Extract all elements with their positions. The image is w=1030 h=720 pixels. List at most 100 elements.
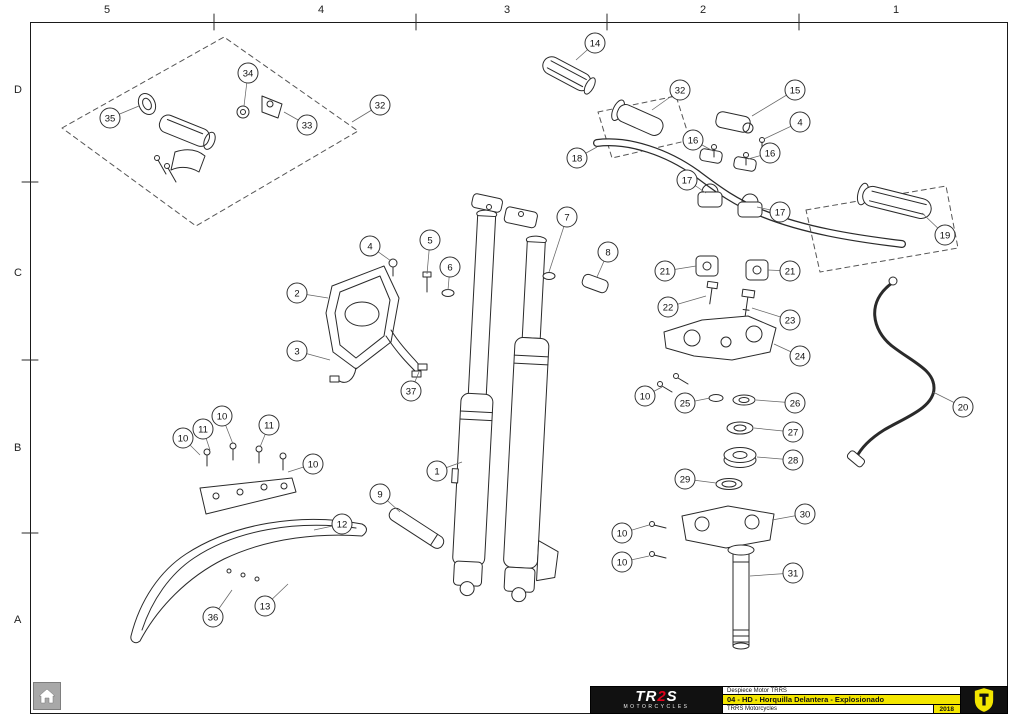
brake-perch-drawing bbox=[715, 111, 765, 151]
svg-text:30: 30 bbox=[800, 510, 811, 521]
callout-7: 7 bbox=[548, 206, 578, 273]
grid-row-label-C: C bbox=[14, 267, 22, 279]
callout-10: 10 bbox=[634, 385, 663, 407]
callout-22: 22 bbox=[657, 295, 707, 318]
callout-33: 33 bbox=[283, 111, 318, 136]
callout-16: 16 bbox=[682, 129, 714, 152]
grid-col-label-1: 1 bbox=[892, 4, 900, 16]
callout-11: 11 bbox=[258, 414, 280, 448]
svg-text:36: 36 bbox=[208, 613, 219, 624]
callout-8: 8 bbox=[596, 241, 619, 278]
title-block: TR2S MOTORCYCLES Despiece Motor TRRS 04 … bbox=[590, 686, 1008, 714]
callout-30: 30 bbox=[771, 503, 816, 525]
trrs-logo-subtitle: MOTORCYCLES bbox=[623, 704, 690, 710]
callout-26: 26 bbox=[755, 392, 806, 414]
callout-10: 10 bbox=[287, 453, 324, 475]
svg-text:10: 10 bbox=[617, 529, 628, 540]
callout-9: 9 bbox=[369, 483, 401, 513]
callout-34: 34 bbox=[237, 62, 259, 107]
headlight-mask-drawing bbox=[325, 265, 428, 383]
svg-text:27: 27 bbox=[788, 428, 799, 439]
right-grip-drawing bbox=[856, 182, 932, 220]
svg-text:13: 13 bbox=[260, 602, 271, 613]
svg-text:23: 23 bbox=[785, 316, 796, 327]
grid-row-label-A: A bbox=[14, 614, 22, 626]
svg-text:33: 33 bbox=[302, 121, 313, 132]
grid-col-label-2: 2 bbox=[699, 4, 707, 16]
grid-row-label-B: B bbox=[14, 442, 22, 454]
callout-20: 20 bbox=[932, 391, 974, 418]
svg-text:21: 21 bbox=[785, 267, 796, 278]
callout-16: 16 bbox=[747, 142, 781, 164]
svg-text:8: 8 bbox=[605, 248, 610, 259]
svg-text:34: 34 bbox=[243, 69, 254, 80]
svg-text:10: 10 bbox=[217, 412, 228, 423]
shield-icon bbox=[974, 688, 994, 712]
titleblock-sheet-title: 04 - HD - Horquilla Delantera - Explosio… bbox=[723, 695, 960, 705]
callout-4: 4 bbox=[763, 111, 811, 140]
svg-text:10: 10 bbox=[640, 392, 651, 403]
svg-text:18: 18 bbox=[572, 154, 583, 165]
svg-text:25: 25 bbox=[680, 399, 691, 410]
svg-text:4: 4 bbox=[797, 118, 802, 129]
callout-29: 29 bbox=[674, 468, 717, 490]
callout-11: 11 bbox=[192, 418, 214, 451]
brake-hose-drawing bbox=[846, 276, 936, 468]
callout-32: 32 bbox=[651, 79, 691, 111]
svg-text:37: 37 bbox=[406, 387, 417, 398]
callout-17: 17 bbox=[676, 169, 707, 194]
svg-text:14: 14 bbox=[590, 39, 601, 50]
home-button[interactable] bbox=[33, 682, 61, 710]
throttle-assembly-drawing bbox=[61, 36, 359, 227]
callout-10: 10 bbox=[611, 551, 650, 573]
svg-text:26: 26 bbox=[790, 399, 801, 410]
callout-23: 23 bbox=[751, 307, 801, 331]
trrs-logo-word: TR2S bbox=[635, 688, 678, 705]
callout-10: 10 bbox=[611, 522, 650, 544]
axle-drawing bbox=[388, 507, 445, 549]
handlebar-drawing bbox=[542, 56, 959, 281]
callout-21: 21 bbox=[767, 260, 801, 282]
callout-12: 12 bbox=[313, 513, 353, 535]
throttle-tube-drawing bbox=[611, 99, 664, 136]
svg-text:24: 24 bbox=[795, 352, 806, 363]
callout-10: 10 bbox=[172, 427, 201, 456]
svg-text:16: 16 bbox=[688, 136, 699, 147]
svg-text:32: 32 bbox=[675, 86, 686, 97]
grid-col-label-3: 3 bbox=[503, 4, 511, 16]
callout-24: 24 bbox=[773, 343, 811, 367]
callout-13: 13 bbox=[254, 583, 289, 617]
svg-text:32: 32 bbox=[375, 101, 386, 112]
callout-17: 17 bbox=[756, 201, 791, 223]
svg-text:22: 22 bbox=[663, 303, 674, 314]
callout-19: 19 bbox=[921, 212, 956, 246]
svg-text:3: 3 bbox=[294, 347, 299, 358]
svg-text:21: 21 bbox=[660, 267, 671, 278]
callout-32: 32 bbox=[351, 94, 391, 123]
sheet-border-frame bbox=[30, 22, 1008, 714]
svg-text:10: 10 bbox=[617, 558, 628, 569]
callout-14: 14 bbox=[575, 32, 606, 61]
callout-10: 10 bbox=[211, 405, 234, 445]
svg-text:4: 4 bbox=[367, 242, 372, 253]
svg-text:16: 16 bbox=[765, 149, 776, 160]
fork-assembly-drawing bbox=[388, 193, 609, 603]
callout-27: 27 bbox=[753, 421, 804, 443]
grid-tick-marks bbox=[21, 13, 800, 534]
callout-1: 1 bbox=[426, 460, 463, 482]
titleblock-year: 2018 bbox=[932, 705, 960, 713]
steering-stem-drawing bbox=[649, 280, 777, 650]
svg-text:7: 7 bbox=[564, 213, 569, 224]
callout-6: 6 bbox=[439, 256, 461, 291]
callout-28: 28 bbox=[756, 449, 804, 471]
callout-31: 31 bbox=[749, 562, 804, 584]
grid-col-label-4: 4 bbox=[317, 4, 325, 16]
svg-text:9: 9 bbox=[377, 490, 382, 501]
svg-text:2: 2 bbox=[294, 289, 299, 300]
callout-25: 25 bbox=[674, 392, 711, 414]
svg-text:17: 17 bbox=[775, 208, 786, 219]
svg-text:5: 5 bbox=[427, 236, 432, 247]
